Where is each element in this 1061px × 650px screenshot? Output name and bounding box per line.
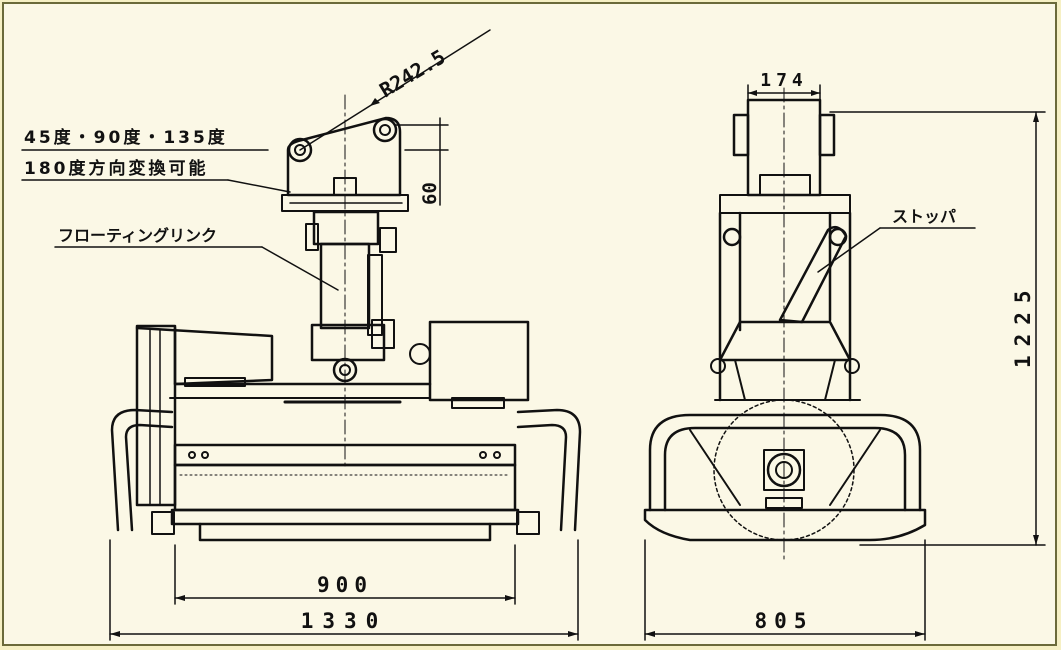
mower-deck [151,382,540,542]
stopper-bar [778,225,848,324]
guard-tubes [110,408,582,532]
left-housing [135,324,274,507]
right-gearbox [409,320,530,409]
rotation-note-line1: 45度・90度・135度 [24,127,228,148]
top-width-dimension: 174 [760,70,808,91]
leaders [21,149,976,291]
side-width-dimension: 805 [755,609,814,633]
height-dimension: 1225 [1011,281,1035,368]
side-top-bracket [719,98,851,214]
radius-dimension: R242.5 [375,45,449,103]
side-frame [710,211,861,402]
floating-link [305,210,397,383]
front-view [110,94,582,542]
floating-link-label: フローティングリンク [58,226,217,245]
side-view [643,87,927,561]
pin-offset-dimension: 60 [419,182,441,205]
overall-width-dimension: 1330 [301,609,388,633]
rotor [643,399,927,542]
rotation-note-line2: 180度方向変換可能 [24,158,209,179]
inner-width-dimension: 900 [317,573,373,597]
stopper-label: ストッパ [892,207,956,226]
dimensions [109,29,1046,641]
